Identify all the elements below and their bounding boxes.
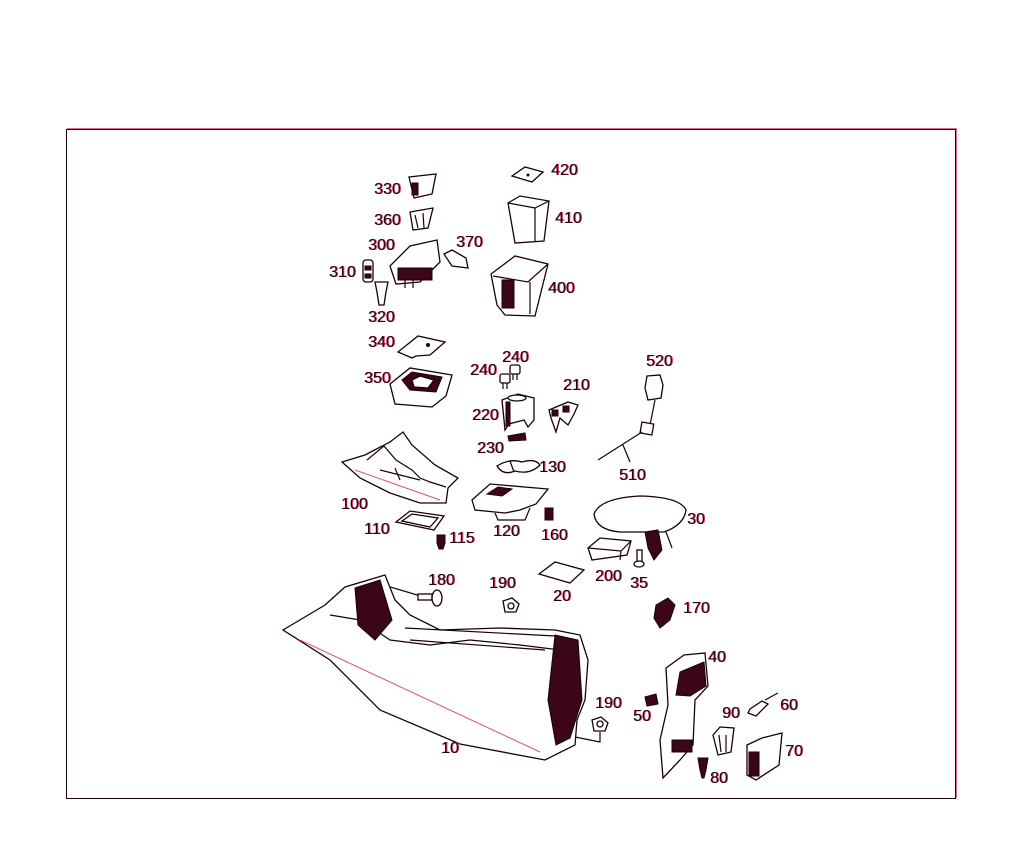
part-60-icon <box>747 692 779 717</box>
part-20-icon <box>537 561 586 584</box>
part-340-icon <box>396 335 447 359</box>
callout-370: 370 <box>456 234 483 251</box>
callout-320: 320 <box>368 309 395 326</box>
part-320-icon <box>374 281 389 306</box>
callout-190-a: 190 <box>489 575 516 592</box>
part-100-icon <box>340 431 460 504</box>
callout-50: 50 <box>633 708 651 725</box>
callout-20: 20 <box>553 588 571 605</box>
part-170-icon <box>653 597 676 629</box>
callout-180: 180 <box>428 572 455 589</box>
callout-520: 520 <box>646 353 673 370</box>
diagram-frame <box>66 129 956 799</box>
part-70-icon <box>746 732 783 781</box>
part-370-icon <box>443 249 469 269</box>
callout-240-a: 240 <box>502 349 529 366</box>
callout-35: 35 <box>630 575 648 592</box>
callout-90: 90 <box>722 705 740 722</box>
callout-130: 130 <box>539 459 566 476</box>
part-230-icon <box>507 432 527 442</box>
callout-10: 10 <box>441 740 459 757</box>
callout-160: 160 <box>541 527 568 544</box>
callout-420: 420 <box>551 162 578 179</box>
callout-510: 510 <box>619 467 646 484</box>
part-50-icon <box>644 693 659 707</box>
part-190-nut-icon <box>502 597 520 613</box>
part-35-icon <box>633 549 645 568</box>
part-200-icon <box>587 537 632 561</box>
part-110-icon <box>394 510 446 531</box>
part-310-icon <box>362 259 374 283</box>
part-360-icon <box>409 207 434 231</box>
part-520-icon <box>644 374 664 401</box>
part-410-icon <box>507 195 550 244</box>
callout-310: 310 <box>329 264 356 281</box>
callout-340: 340 <box>368 334 395 351</box>
part-40-icon <box>659 652 709 780</box>
part-510-icon <box>597 399 656 463</box>
callout-100: 100 <box>341 496 368 513</box>
callout-210: 210 <box>563 377 590 394</box>
part-190-nut-icon <box>591 716 609 732</box>
callout-350: 350 <box>364 370 391 387</box>
part-120-icon <box>471 483 550 521</box>
callout-115: 115 <box>449 530 475 547</box>
part-210-icon <box>548 401 579 435</box>
callout-330: 330 <box>374 181 401 198</box>
leader-line <box>564 732 601 743</box>
callout-40: 40 <box>708 649 726 666</box>
part-30-icon <box>593 495 687 561</box>
callout-300: 300 <box>368 237 395 254</box>
part-130-icon <box>496 459 541 474</box>
callout-410: 410 <box>555 210 582 227</box>
callout-80: 80 <box>710 770 728 787</box>
part-90-icon <box>712 726 735 756</box>
callout-190-b: 190 <box>595 695 622 712</box>
part-180-icon <box>379 583 443 607</box>
part-80-icon <box>697 757 709 779</box>
callout-200: 200 <box>595 568 622 585</box>
callout-220: 220 <box>472 407 499 424</box>
callout-240-b: 240 <box>470 362 497 379</box>
part-400-icon <box>490 255 549 317</box>
part-220-icon <box>501 393 535 432</box>
part-240-icon <box>499 364 521 389</box>
callout-360: 360 <box>374 212 401 229</box>
callout-30: 30 <box>687 511 705 528</box>
part-420-icon <box>510 166 545 183</box>
callout-400: 400 <box>548 280 575 297</box>
part-300-icon <box>389 239 441 288</box>
part-350-icon <box>389 367 453 408</box>
part-160-icon <box>544 507 554 521</box>
part-10-icon <box>281 574 589 761</box>
callout-170: 170 <box>683 600 710 617</box>
callout-70: 70 <box>785 743 803 760</box>
callout-60: 60 <box>780 697 798 714</box>
part-115-icon <box>436 534 446 550</box>
callout-120: 120 <box>493 523 520 540</box>
callout-110: 110 <box>364 521 390 538</box>
part-330-icon <box>408 173 437 199</box>
callout-230: 230 <box>477 440 504 457</box>
